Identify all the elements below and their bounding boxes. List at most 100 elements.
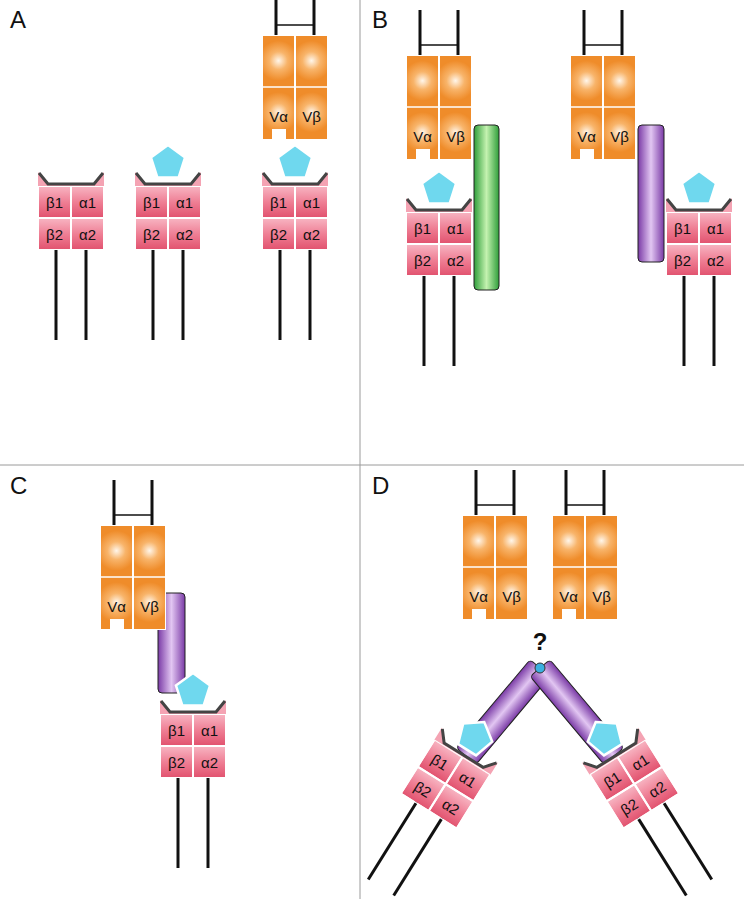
mhc-domain: α1 bbox=[439, 212, 472, 244]
mhc-domain: β2 bbox=[38, 218, 71, 250]
mhc-domain: β1 bbox=[666, 212, 699, 244]
tcr-notch bbox=[416, 149, 430, 160]
domain-label: α2 bbox=[707, 253, 724, 268]
disulfide-bond bbox=[420, 44, 458, 46]
domain-label: Vβ bbox=[610, 129, 629, 144]
domain-label: β2 bbox=[270, 227, 287, 242]
peptide-pentagon bbox=[422, 171, 456, 204]
mhc-domain: β1 bbox=[135, 186, 168, 218]
domain-label: α1 bbox=[629, 751, 651, 773]
tcr-overlay bbox=[570, 55, 636, 160]
domain-label: α2 bbox=[79, 227, 96, 242]
tcr-overlay bbox=[552, 515, 618, 620]
domain-label: β2 bbox=[143, 227, 160, 242]
mhc-molecule: β1α1β2α2 bbox=[135, 172, 201, 340]
tcr-molecule: Vα Vβ bbox=[552, 515, 618, 620]
tcr-stalk-line bbox=[603, 470, 606, 515]
purple-bar bbox=[638, 125, 664, 262]
peptide-pentagon bbox=[151, 145, 185, 178]
domain-label: β1 bbox=[429, 751, 451, 773]
domain-label: α1 bbox=[303, 195, 320, 210]
domain-label: Vα bbox=[469, 589, 488, 604]
panel-letter: C bbox=[10, 474, 27, 498]
tcr-overlay bbox=[462, 515, 528, 620]
domain-divider bbox=[101, 576, 165, 578]
transmembrane-leg bbox=[279, 248, 282, 340]
mhc-molecule: β1 α1 β2 α2 bbox=[262, 172, 328, 340]
domain-label: β1 bbox=[270, 195, 287, 210]
tcr-stalk-line bbox=[151, 480, 154, 525]
transmembrane-leg bbox=[177, 776, 180, 868]
domain-label: Vβ bbox=[446, 129, 465, 144]
transmembrane-leg bbox=[309, 248, 312, 340]
mhc-domain: α1 bbox=[295, 186, 328, 218]
domain-divider bbox=[463, 566, 527, 568]
panel-divider bbox=[0, 465, 744, 466]
domain-label: α1 bbox=[201, 723, 218, 738]
transmembrane-leg bbox=[713, 274, 716, 366]
transmembrane-leg bbox=[182, 248, 185, 340]
domain-label: Vα bbox=[577, 129, 596, 144]
domain-label: α1 bbox=[447, 221, 464, 236]
question-mark: ? bbox=[533, 630, 548, 654]
panel-letter: A bbox=[10, 8, 26, 32]
peptide-pentagon bbox=[682, 171, 716, 204]
mhc-domain: α1 bbox=[193, 714, 226, 746]
domain-label: α2 bbox=[447, 253, 464, 268]
panel-letter: B bbox=[372, 8, 388, 32]
groove-wall bbox=[38, 172, 104, 187]
domain-label: β1 bbox=[143, 195, 160, 210]
tcr-overlay bbox=[100, 525, 166, 630]
domain-divider bbox=[571, 106, 635, 108]
transmembrane-leg bbox=[55, 248, 58, 340]
peptide-pentagon bbox=[581, 713, 627, 759]
mhc-domain: α1 bbox=[71, 186, 104, 218]
domain-label: β2 bbox=[412, 778, 434, 800]
transmembrane-leg bbox=[394, 817, 443, 895]
transmembrane-leg bbox=[85, 248, 88, 340]
tcr-stalk-line bbox=[513, 470, 516, 515]
tcr-notch bbox=[272, 129, 286, 140]
domain-divider bbox=[553, 566, 617, 568]
tcr-stalk-line bbox=[621, 10, 624, 55]
transmembrane-leg bbox=[207, 776, 210, 868]
tcr-notch bbox=[580, 149, 594, 160]
domain-label: α1 bbox=[79, 195, 96, 210]
domain-divider bbox=[263, 86, 327, 88]
mhc-domain: β1 bbox=[406, 212, 439, 244]
tcr-notch bbox=[110, 619, 124, 630]
tcr-stalk-line bbox=[457, 10, 460, 55]
domain-label: Vβ bbox=[302, 109, 321, 124]
tcr-molecule: Vα Vβ bbox=[570, 55, 636, 160]
tcr-stalk-line bbox=[565, 470, 568, 515]
mhc-domain: α1 bbox=[168, 186, 201, 218]
domain-label: β2 bbox=[414, 253, 431, 268]
domain-label: β1 bbox=[46, 195, 63, 210]
tcr-stalk-line bbox=[583, 10, 586, 55]
transmembrane-leg bbox=[663, 802, 712, 880]
mhc-domain: β1 bbox=[262, 186, 295, 218]
domain-label: β2 bbox=[46, 227, 63, 242]
tcr-molecule: VαVβ bbox=[100, 525, 166, 630]
mhc-molecule: β1α1β2α2 bbox=[353, 728, 498, 899]
green-bar bbox=[474, 125, 499, 290]
disulfide-bond bbox=[584, 44, 622, 46]
tcr-molecule: VαVβ bbox=[262, 35, 328, 140]
domain-label: Vβ bbox=[140, 599, 159, 614]
disulfide-bond bbox=[476, 504, 514, 506]
peptide-pentagon bbox=[453, 713, 499, 759]
domain-label: β2 bbox=[618, 795, 640, 817]
mhc-domain: α2 bbox=[193, 746, 226, 778]
domain-label: Vα bbox=[559, 589, 578, 604]
disulfide-bond bbox=[114, 514, 152, 516]
hinge-dot bbox=[535, 663, 545, 673]
mhc-molecule: β1α1β2α2 bbox=[666, 198, 732, 366]
mhc-domain: β1 bbox=[38, 186, 71, 218]
tcr-stalk-line bbox=[313, 0, 316, 35]
transmembrane-leg bbox=[423, 274, 426, 366]
disulfide-bond bbox=[566, 504, 604, 506]
transmembrane-leg bbox=[683, 274, 686, 366]
domain-label: α1 bbox=[707, 221, 724, 236]
domain-label: Vβ bbox=[592, 589, 611, 604]
mhc-domain: α2 bbox=[295, 218, 328, 250]
